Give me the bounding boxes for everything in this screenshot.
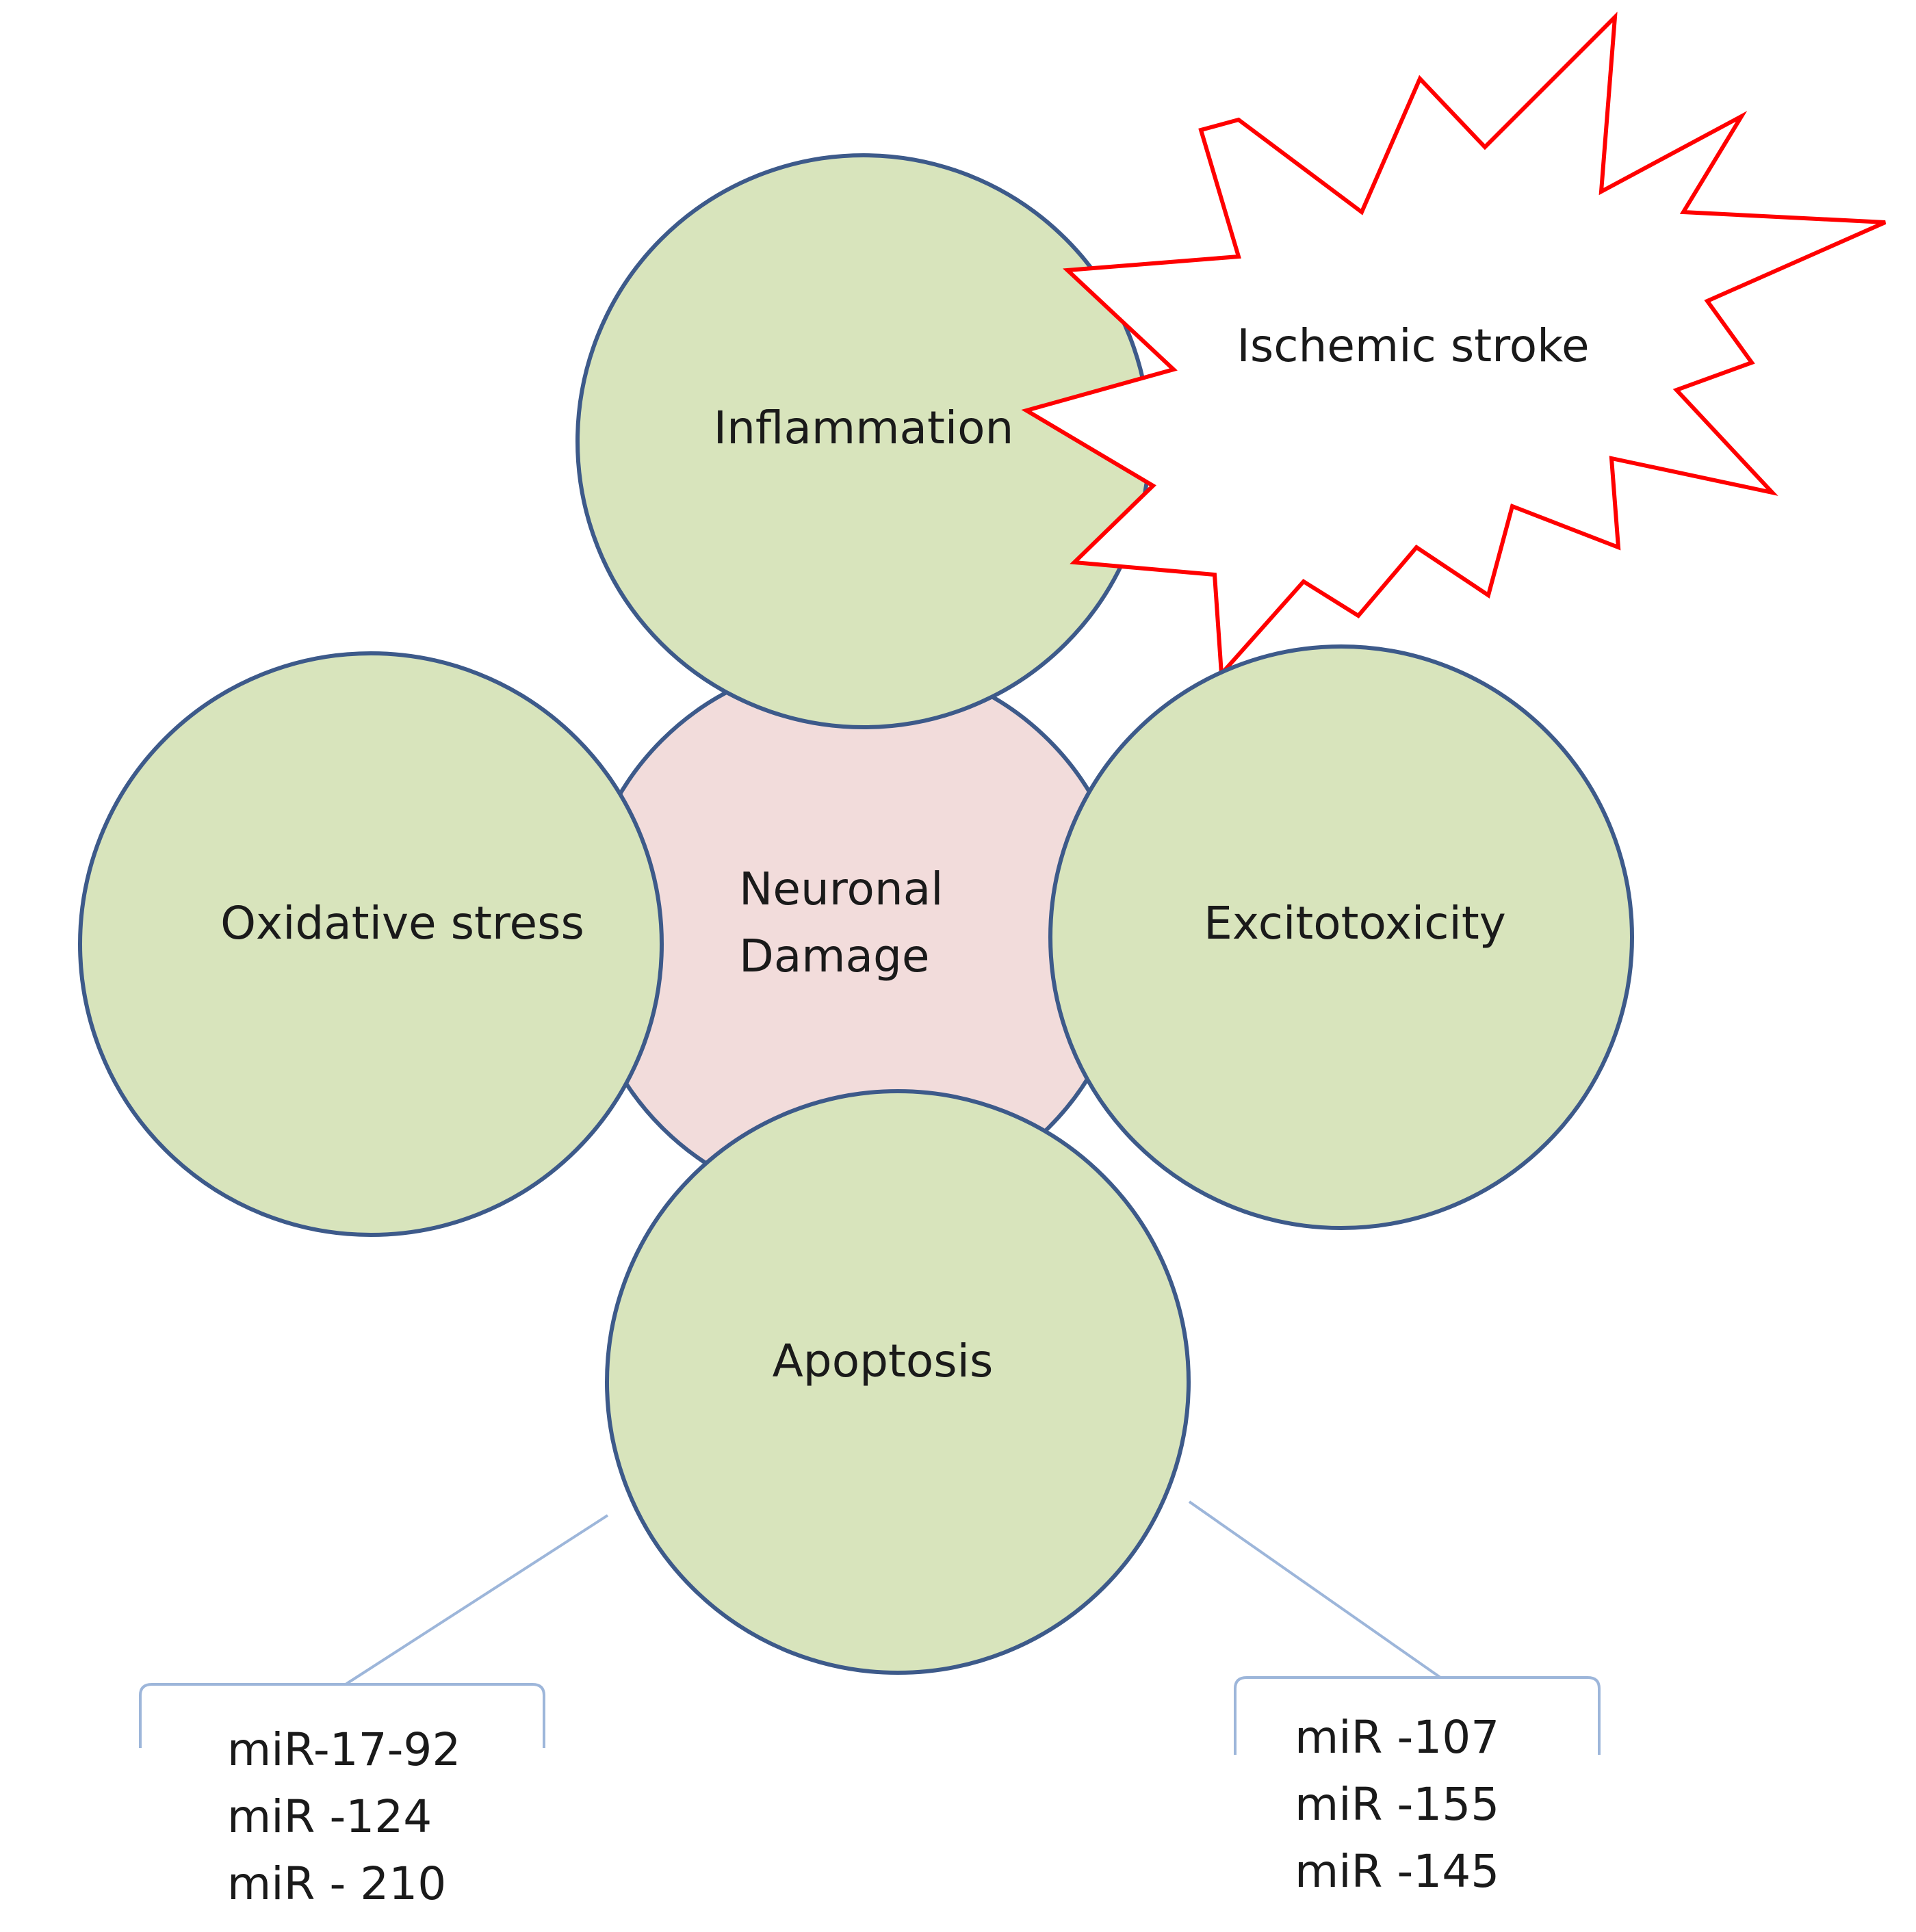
node-excitotoxicity: [1048, 644, 1634, 1230]
center-label-line2: Damage: [739, 930, 930, 982]
oxidative-stress-label: Oxidative stress: [220, 897, 584, 950]
mirna-list-right: miR -107 miR -155 miR -145: [1295, 1711, 1499, 1898]
center-label-line1: Neuronal: [739, 863, 943, 915]
excitotoxicity-circle: [1048, 644, 1634, 1230]
apoptosis-label: Apoptosis: [773, 1335, 994, 1387]
ischemic-stroke-label: Ischemic stroke: [1237, 319, 1589, 372]
bracket-left: [139, 1683, 545, 1748]
inflammation-label: Inflammation: [714, 402, 1014, 454]
mirna-right-item: miR -145: [1295, 1845, 1499, 1898]
oxidative-stress-circle: [78, 651, 664, 1237]
apoptosis-circle: [605, 1089, 1191, 1675]
connector-line-right: [1188, 1500, 1442, 1679]
connector-line-left: [344, 1514, 609, 1686]
excitotoxicity-label: Excitotoxicity: [1204, 897, 1506, 950]
mirna-right-item: miR -155: [1295, 1778, 1499, 1831]
node-oxidative-stress: [78, 651, 664, 1237]
starburst-shape: [1021, 12, 1887, 679]
bracket-right: [1234, 1676, 1601, 1755]
node-apoptosis: [605, 1089, 1191, 1675]
mirna-right-item: miR -107: [1295, 1711, 1499, 1764]
mirna-list-left: miR-17-92 miR -124 miR - 210: [227, 1723, 461, 1910]
mirna-left-item: miR-17-92: [227, 1723, 461, 1776]
trigger-ischemic-stroke: Ischemic stroke: [1021, 12, 1887, 679]
mirna-left-item: miR - 210: [227, 1857, 446, 1910]
mirna-left-item: miR -124: [227, 1790, 432, 1843]
